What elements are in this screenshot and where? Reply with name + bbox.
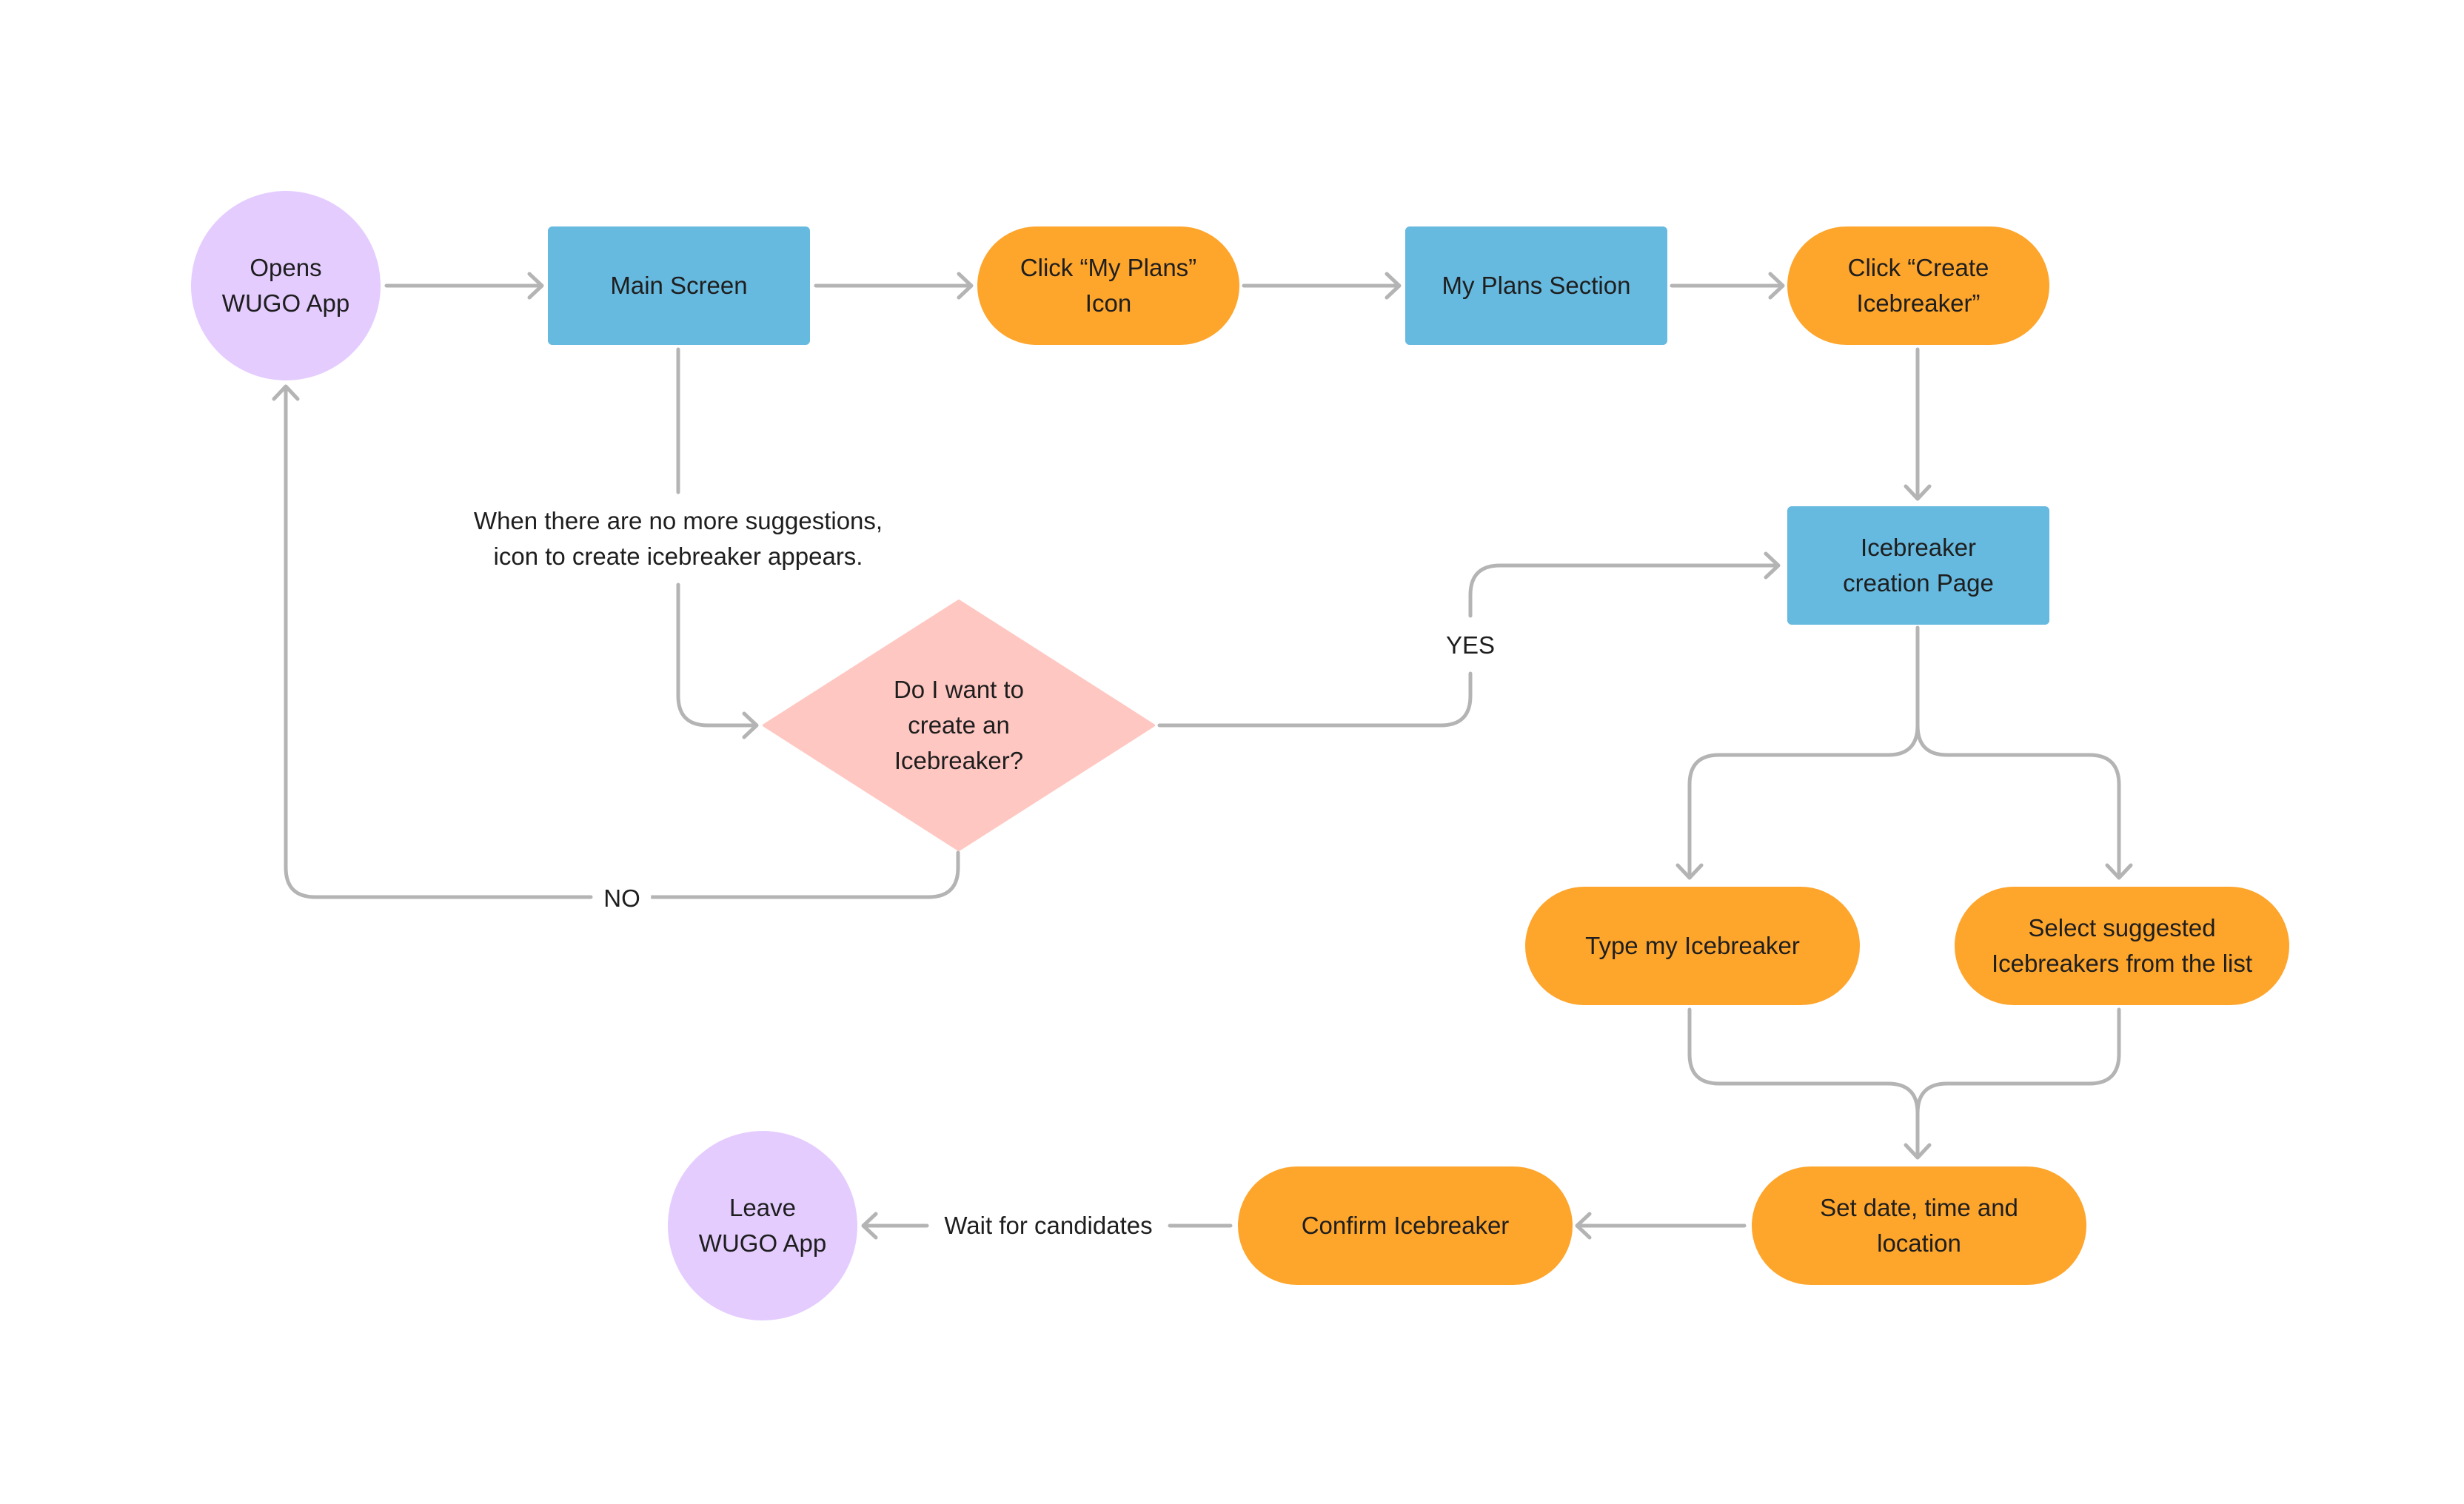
arrowhead-main-screen xyxy=(527,272,544,300)
edge-label-wait-for-candidates: Wait for candidates xyxy=(934,1208,1163,1243)
node-my-plans-section[interactable]: My Plans Section xyxy=(1405,226,1667,345)
edge-label-yes: YES xyxy=(1435,628,1506,663)
node-select-suggested[interactable]: Select suggested Icebreakers from the li… xyxy=(1955,887,2289,1005)
node-creation-page-label: Icebreaker creation Page xyxy=(1843,534,1994,597)
node-confirm-icebreaker[interactable]: Confirm Icebreaker xyxy=(1238,1166,1573,1285)
arrowhead-my-plans-section xyxy=(1385,272,1402,300)
node-confirm-label: Confirm Icebreaker xyxy=(1301,1212,1510,1239)
node-leave-app[interactable]: Leave WUGO App xyxy=(668,1131,857,1320)
arrowhead-click-my-plans xyxy=(957,272,974,300)
connector-yes-upper xyxy=(1468,563,1779,618)
node-leave-app-label: Leave WUGO App xyxy=(698,1194,827,1257)
connector-main-to-decision-bottom xyxy=(676,583,757,728)
node-opens-app-label: Opens WUGO App xyxy=(221,254,350,317)
arrowhead-click-create xyxy=(1768,272,1785,300)
arrowhead-select-suggested xyxy=(2105,863,2133,880)
arrowhead-creation-page xyxy=(1904,484,1932,501)
node-click-create-label: Click “Create Icebreaker” xyxy=(1847,254,1989,317)
node-icebreaker-creation-page[interactable]: Icebreaker creation Page xyxy=(1787,506,2049,625)
node-main-screen[interactable]: Main Screen xyxy=(548,226,810,345)
node-set-date-time-location[interactable]: Set date, time and location xyxy=(1752,1166,2086,1285)
arrowhead-decision xyxy=(742,711,759,739)
arrowhead-leave xyxy=(861,1212,878,1240)
arrowhead-set-date xyxy=(1904,1143,1932,1160)
node-click-my-plans[interactable]: Click “My Plans” Icon xyxy=(977,226,1239,345)
node-decision-label: Do I want to create an Icebreaker? xyxy=(893,676,1025,774)
arrowhead-yes xyxy=(1764,551,1781,580)
arrowhead-confirm xyxy=(1575,1212,1592,1240)
node-type-icebreaker-label: Type my Icebreaker xyxy=(1585,932,1800,959)
decision-diamond-shape xyxy=(763,600,1155,851)
connector-merge-left xyxy=(1687,1007,1920,1158)
node-click-create-icebreaker[interactable]: Click “Create Icebreaker” xyxy=(1787,226,2049,345)
node-select-suggested-label: Select suggested Icebreakers from the li… xyxy=(1991,914,2253,977)
node-opens-app[interactable]: Opens WUGO App xyxy=(191,191,381,380)
edge-label-no: NO xyxy=(593,881,651,916)
edge-label-no-suggestions: When there are no more suggestions, icon… xyxy=(463,503,894,574)
node-click-my-plans-label: Click “My Plans” Icon xyxy=(1020,254,1197,317)
connector-page-split-left xyxy=(1687,625,1920,879)
connector-merge-right xyxy=(1915,1007,2121,1115)
connector-no-left xyxy=(284,386,593,899)
arrowhead-type-icebreaker xyxy=(1675,863,1704,880)
connector-page-split-right xyxy=(1915,723,2121,879)
node-set-date-label: Set date, time and location xyxy=(1820,1194,2018,1257)
connector-yes-lower xyxy=(1157,671,1473,728)
node-type-icebreaker[interactable]: Type my Icebreaker xyxy=(1525,887,1860,1005)
node-my-plans-section-label: My Plans Section xyxy=(1442,272,1631,299)
node-decision[interactable]: Do I want to create an Icebreaker? xyxy=(761,598,1156,853)
node-main-screen-label: Main Screen xyxy=(610,272,748,299)
connector-no-right xyxy=(649,850,960,899)
arrowhead-opens xyxy=(272,384,300,401)
